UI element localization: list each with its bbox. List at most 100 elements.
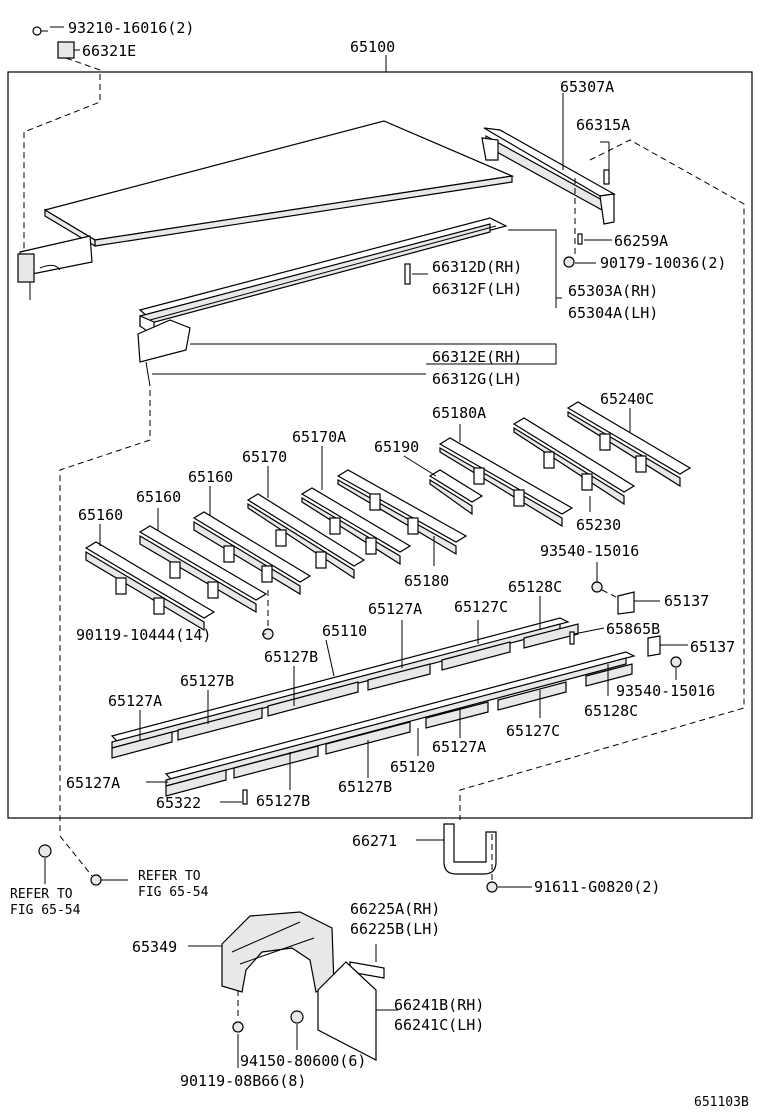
label-65128C-lower: 65128C	[584, 702, 638, 720]
deck-floor-panel	[43, 120, 515, 248]
bracket-66321E	[23, 41, 101, 250]
label-66312E: 66312E(RH)	[432, 348, 522, 366]
nut-90179	[563, 256, 596, 268]
bolt-93210	[32, 26, 64, 36]
label-65170: 65170	[242, 448, 287, 466]
label-93540-lower: 93540-15016	[616, 682, 715, 700]
label-66241B: 66241B(RH)	[394, 996, 484, 1014]
label-65127B-d: 65127B	[338, 778, 392, 796]
bolt-90119-10444	[262, 628, 274, 640]
label-65127A-a: 65127A	[368, 600, 422, 618]
planks-upper	[111, 623, 579, 759]
label-65180: 65180	[404, 572, 449, 590]
cross-member-65180	[336, 469, 468, 556]
label-65100: 65100	[350, 38, 395, 56]
stud-65322	[220, 789, 248, 805]
label-65127B-a: 65127B	[264, 648, 318, 666]
bolt-90119-08B66	[232, 990, 244, 1068]
cross-member-65160-2	[138, 525, 268, 614]
leader-65303A	[508, 229, 562, 308]
pin-66315A	[600, 141, 610, 185]
label-65160-b: 65160	[136, 488, 181, 506]
label-66241C: 66241C(LH)	[394, 1016, 484, 1034]
cross-member-65170A	[300, 487, 412, 566]
mudguard-65349	[188, 911, 335, 993]
label-66225A: 66225A(RH)	[350, 900, 440, 918]
cross-member-65230	[512, 417, 636, 506]
label-65307A: 65307A	[560, 78, 614, 96]
label-66225B: 66225B(LH)	[350, 920, 440, 938]
label-65137-lower: 65137	[690, 638, 735, 656]
label-65128C-upper: 65128C	[508, 578, 562, 596]
bolt-91611	[486, 834, 532, 893]
cross-member-65160-3	[192, 511, 312, 596]
label-65865B: 65865B	[606, 620, 660, 638]
label-65322: 65322	[156, 794, 201, 812]
cross-member-65180A	[438, 437, 574, 528]
label-65230: 65230	[576, 516, 621, 534]
label-65170A: 65170A	[292, 428, 346, 446]
figure-code: 651103B	[694, 1095, 749, 1110]
label-65180A: 65180A	[432, 404, 486, 422]
label-65349: 65349	[132, 938, 177, 956]
cross-member-65190	[428, 469, 484, 516]
label-65190: 65190	[374, 438, 419, 456]
label-66312D: 66312D(RH)	[432, 258, 522, 276]
label-65127A-c: 65127A	[432, 738, 486, 756]
side-board-65110	[110, 617, 570, 749]
label-65127A-d: 65127A	[66, 774, 120, 792]
label-93540-upper: 93540-15016	[540, 542, 639, 560]
planks-lower	[165, 663, 633, 797]
bolt-93540-upper	[591, 562, 619, 599]
label-90119-08B66: 90119-08B66(8)	[180, 1072, 306, 1090]
label-90179: 90179-10036(2)	[600, 254, 726, 272]
bracket-65137-upper	[617, 591, 660, 615]
rear-rail-65307A	[481, 93, 616, 225]
plank-leaders	[139, 596, 609, 790]
label-94150: 94150-80600(6)	[240, 1052, 366, 1070]
label-refer-left-b: FIG 65-54	[10, 903, 81, 918]
label-65137-upper: 65137	[664, 592, 709, 610]
cross-member-65160-1	[84, 541, 216, 632]
nut-refer-left	[38, 844, 52, 884]
label-66312G: 66312G(LH)	[432, 370, 522, 388]
label-66271: 66271	[352, 832, 397, 850]
label-65240C: 65240C	[600, 390, 654, 408]
label-66312F: 66312F(LH)	[432, 280, 522, 298]
label-refer-right-a: REFER TO	[138, 869, 201, 884]
bolt-93540-lower	[670, 656, 682, 680]
label-65127C-b: 65127C	[506, 722, 560, 740]
dash-rear-frame	[459, 139, 745, 820]
label-65303A: 65303A(RH)	[568, 282, 658, 300]
cross-member-65240C	[566, 401, 692, 488]
pin-65865B	[569, 627, 605, 645]
label-refer-left-a: REFER TO	[10, 887, 73, 902]
label-65160-c: 65160	[188, 468, 233, 486]
bracket-65137-lower	[647, 635, 688, 657]
cross-member-leaders	[99, 408, 631, 628]
bolt-refer-right	[59, 835, 128, 886]
label-65127A-b: 65127A	[108, 692, 162, 710]
assembly-frame	[7, 71, 753, 819]
side-board-65120	[164, 651, 636, 787]
label-66259A: 66259A	[614, 232, 668, 250]
label-66321E: 66321E	[82, 42, 136, 60]
label-refer-right-b: FIG 65-54	[138, 885, 209, 900]
mud-flap-66241B	[317, 961, 398, 1061]
nut-94150	[290, 1010, 304, 1050]
pin-66259A	[577, 233, 612, 245]
label-93210: 93210-16016(2)	[68, 19, 194, 37]
label-66315A: 66315A	[576, 116, 630, 134]
cross-member-65170	[246, 493, 366, 580]
leader-66312E	[190, 343, 557, 365]
stake-66312D	[404, 263, 428, 285]
label-65120: 65120	[390, 758, 435, 776]
label-91611: 91611-G0820(2)	[534, 878, 660, 896]
label-65127B-c: 65127B	[256, 792, 310, 810]
u-bolt-66271	[416, 823, 497, 875]
label-90119-10444: 90119-10444(14)	[76, 626, 211, 644]
label-65127B-b: 65127B	[180, 672, 234, 690]
side-rail-65303A	[59, 217, 508, 835]
label-65304A: 65304A(LH)	[568, 304, 658, 322]
